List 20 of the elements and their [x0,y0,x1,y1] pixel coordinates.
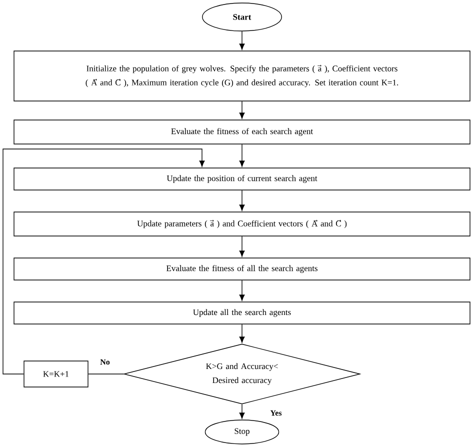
process-box: Evaluate the fitness of all the search agents [14,258,470,280]
process-box: Update all the search agents [14,302,470,324]
process-box: Initialize the population of grey wolves. Specify the parameters ( a⃗ ), Coefficient vectors ( A⃗ and C⃗ ), Maximum iteration cycle (G) and desired accuracy. Set iteration count K=1. [14,50,470,102]
arrow [239,144,245,167]
arrow [239,404,245,419]
edge-label: Yes [270,410,282,416]
arrow [239,31,245,50]
process-box: Update the position of current search agent [14,168,470,190]
start-terminal: Start [202,2,282,32]
arrow [239,101,245,119]
edge-label: No [100,359,110,365]
process-box: K=K+1 [24,360,88,388]
process-box: Evaluate the fitness of each search agent [14,120,470,144]
process-box: Update parameters ( a⃗ ) and Coefficient vectors ( A⃗ and C⃗ ) [14,212,470,236]
arrow [239,324,245,343]
arrow [239,280,245,301]
arrow [2,148,205,374]
arrow [239,236,245,257]
stop-terminal: Stop [204,420,280,444]
arrow [239,190,245,211]
